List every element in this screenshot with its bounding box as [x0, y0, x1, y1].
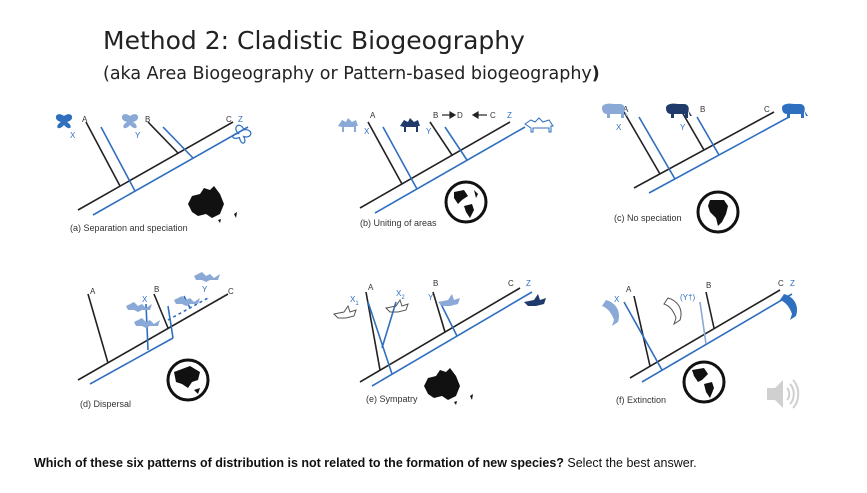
- tip-label-z: Z: [238, 115, 243, 124]
- australia-map-icon: [424, 368, 473, 405]
- dolphin-icon: [663, 297, 682, 326]
- panel-caption: (d) Dispersal: [80, 399, 132, 409]
- arrow-c-to-d: [471, 110, 487, 120]
- panel-caption: (c) No speciation: [614, 213, 682, 223]
- butterfly-icon: [232, 124, 252, 144]
- tip-label-x2: X2: [396, 289, 405, 301]
- tip-label-x: X: [364, 127, 370, 136]
- tip-label-a: A: [623, 105, 629, 114]
- bat-icon: [194, 272, 220, 282]
- tip-label-d: D: [457, 111, 463, 120]
- tip-label-b: B: [706, 281, 711, 290]
- cladogram-e: A B C X1 X2 Y Z: [332, 279, 546, 405]
- butterfly-icon: [121, 114, 139, 129]
- arrow-b-to-d: [442, 110, 457, 120]
- tip-label-z: Z: [507, 111, 512, 120]
- subtitle-close-paren: ): [591, 64, 600, 84]
- tip-label-x1: X1: [350, 295, 359, 307]
- tip-label-c: C: [228, 287, 234, 296]
- tip-label-z: Z: [790, 279, 795, 288]
- tip-label-x: X: [616, 123, 622, 132]
- speaker-icon[interactable]: [763, 376, 803, 417]
- dove-icon: [438, 294, 460, 306]
- bat-icon: [126, 302, 152, 312]
- australia-map-icon: [188, 186, 237, 223]
- tip-label-y: Y: [426, 127, 432, 136]
- tip-label-b: B: [154, 285, 159, 294]
- tip-label-x: X: [70, 131, 76, 140]
- tip-label-c: C: [778, 279, 784, 288]
- dove-icon: [332, 304, 357, 319]
- tip-label-x: X: [142, 295, 148, 304]
- panel-caption: (f) Extinction: [616, 395, 667, 405]
- subtitle-text: (aka Area Biogeography or Pattern-based …: [103, 64, 592, 84]
- tip-label-c: C: [490, 111, 496, 120]
- tip-label-y: Y: [202, 285, 208, 294]
- camel-icon: [524, 117, 554, 133]
- elephant-icon: [782, 103, 808, 118]
- panel-no-speciation: A B C X Y (c) No speciation: [594, 100, 834, 240]
- question-instruction: Select the best answer.: [563, 456, 697, 470]
- tip-label-y-extinct: (Y†): [680, 293, 695, 302]
- panel-caption: (b) Uniting of areas: [360, 218, 437, 228]
- panel-caption: (e) Sympatry: [366, 394, 418, 404]
- tip-label-a: A: [370, 111, 376, 120]
- elephant-icon: [602, 103, 628, 118]
- question-bold: Which of these six patterns of distribut…: [34, 456, 564, 470]
- globe-icon: [682, 360, 726, 404]
- tip-label-c: C: [226, 115, 232, 124]
- bat-icon: [174, 296, 200, 306]
- panel-sympatry: A B C X1 X2 Y Z (e) Sympatry: [330, 262, 570, 405]
- camel-icon: [400, 118, 420, 132]
- panel-caption: (a) Separation and speciation: [70, 223, 188, 233]
- tip-label-a: A: [90, 287, 96, 296]
- tip-label-b: B: [433, 111, 438, 120]
- panel-separation: A B C X Y Z (a) Separation and speciatio…: [48, 100, 288, 240]
- butterfly-icon: [55, 114, 73, 129]
- tip-label-y: Y: [428, 293, 434, 302]
- dolphin-icon: [780, 294, 798, 320]
- cladogram-a: A B C X Y Z: [55, 114, 252, 223]
- cladogram-f: A B C X (Y†) Z: [602, 279, 798, 404]
- tip-label-a: A: [368, 283, 374, 292]
- globe-icon: [444, 180, 488, 224]
- elephant-icon: [666, 103, 692, 118]
- tip-label-c: C: [508, 279, 514, 288]
- slide-title: Method 2: Cladistic Biogeography: [103, 26, 525, 55]
- globe-icon: [696, 190, 740, 234]
- tip-label-y: Y: [135, 131, 141, 140]
- cladogram-d: A B C X Y: [77, 272, 234, 402]
- globe-icon: [166, 358, 210, 402]
- tip-label-c: C: [764, 105, 770, 114]
- panel-uniting-of-areas: A B D C X Y Z (b) Uniting of areas: [330, 100, 570, 240]
- tip-label-b: B: [145, 115, 150, 124]
- bat-icon: [134, 318, 160, 328]
- cladogram-b: A B D C X Y Z: [338, 110, 554, 224]
- tip-label-z: Z: [526, 279, 531, 288]
- tip-label-a: A: [82, 115, 88, 124]
- tip-label-a: A: [626, 285, 632, 294]
- dove-icon: [524, 294, 546, 306]
- dolphin-icon: [602, 300, 620, 326]
- panel-extinction: A B C X (Y†) Z (f) Extinction: [594, 262, 834, 405]
- tip-label-b: B: [433, 279, 438, 288]
- camel-icon: [338, 118, 358, 132]
- tip-label-x: X: [614, 295, 620, 304]
- slide-subtitle: (aka Area Biogeography or Pattern-based …: [103, 64, 600, 84]
- tip-label-b: B: [700, 105, 705, 114]
- question-text: Which of these six patterns of distribut…: [34, 456, 697, 470]
- dove-icon: [384, 298, 409, 313]
- tip-label-y: Y: [680, 123, 686, 132]
- panel-dispersal: A B C X Y (d) Dispersal: [48, 262, 288, 409]
- cladogram-c: A B C X Y: [602, 103, 808, 234]
